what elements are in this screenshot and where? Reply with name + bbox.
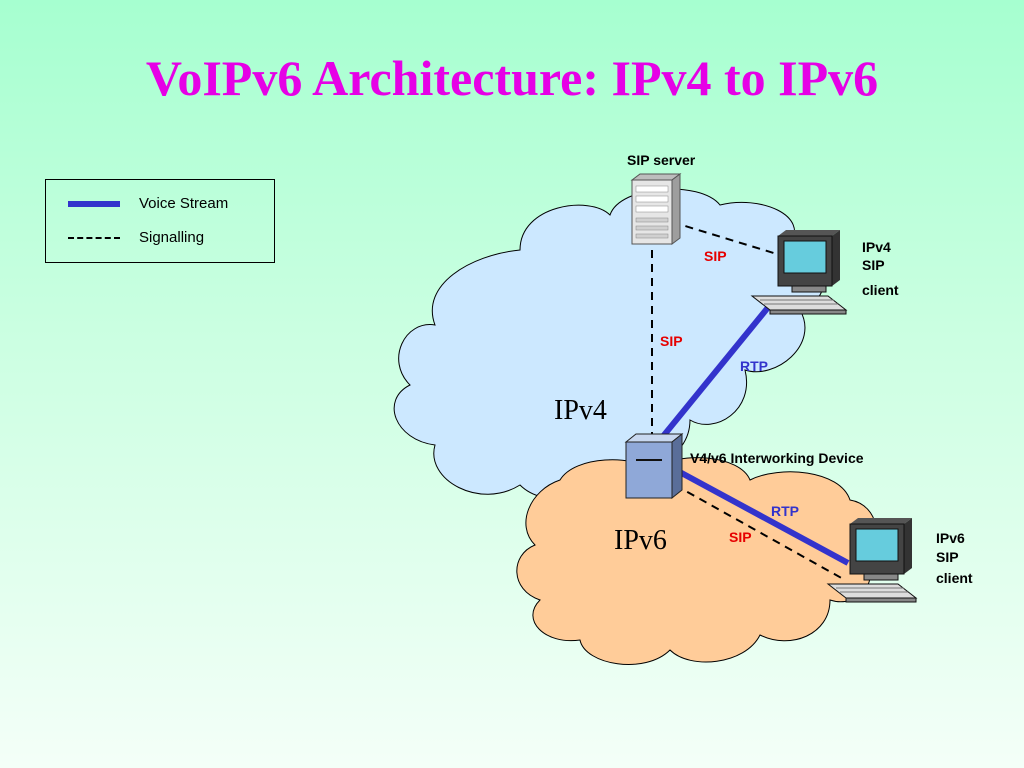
interworking-device-label: V4/v6 Interworking Device <box>690 450 864 466</box>
sip-server-label: SIP server <box>627 152 696 168</box>
ipv6-client-label-line2: SIP <box>936 549 959 565</box>
legend-row-voice: Voice Stream <box>46 194 276 214</box>
ipv4-network-label: IPv4 <box>554 395 607 426</box>
sip-link-label-server-ipv4client: SIP <box>704 248 727 264</box>
sip-link-label-device-ipv6client: SIP <box>729 529 752 545</box>
voice-line-ipv4client-device <box>657 303 773 442</box>
ipv4-client-label-line3: client <box>862 282 899 298</box>
ipv4-client-label-line2: SIP <box>862 257 885 273</box>
legend-row-signal: Signalling <box>46 228 276 248</box>
sip-link-label-server-device: SIP <box>660 333 683 349</box>
page-title: VoIPv6 Architecture: IPv4 to IPv6 <box>145 50 879 106</box>
ipv6-client-label-line1: IPv6 <box>936 530 965 546</box>
ipv4-cloud <box>393 188 824 500</box>
legend: Voice Stream Signalling <box>45 179 275 263</box>
rtp-link-label-ipv4client-device: RTP <box>740 358 768 374</box>
ipv4-computer-icon <box>750 230 848 315</box>
ipv6-computer-icon <box>826 518 918 603</box>
ipv6-cloud <box>516 457 877 665</box>
rtp-link-label-device-ipv6client: RTP <box>771 503 799 519</box>
legend-signal-label: Signalling <box>139 229 205 246</box>
voice-line-device-ipv6client <box>674 467 850 566</box>
legend-voice-label: Voice Stream <box>139 195 229 212</box>
server-icon <box>630 173 682 245</box>
ipv6-client-label-line3: client <box>936 570 973 586</box>
legend-signal-swatch <box>68 237 120 239</box>
ipv4-client-label-line1: IPv4 <box>862 239 891 255</box>
legend-voice-swatch <box>68 201 120 207</box>
interworking-device-icon <box>624 432 684 500</box>
signal-line-device-ipv6client <box>674 484 846 581</box>
ipv6-network-label: IPv6 <box>614 525 667 556</box>
signal-line-server-ipv4client <box>671 221 791 259</box>
